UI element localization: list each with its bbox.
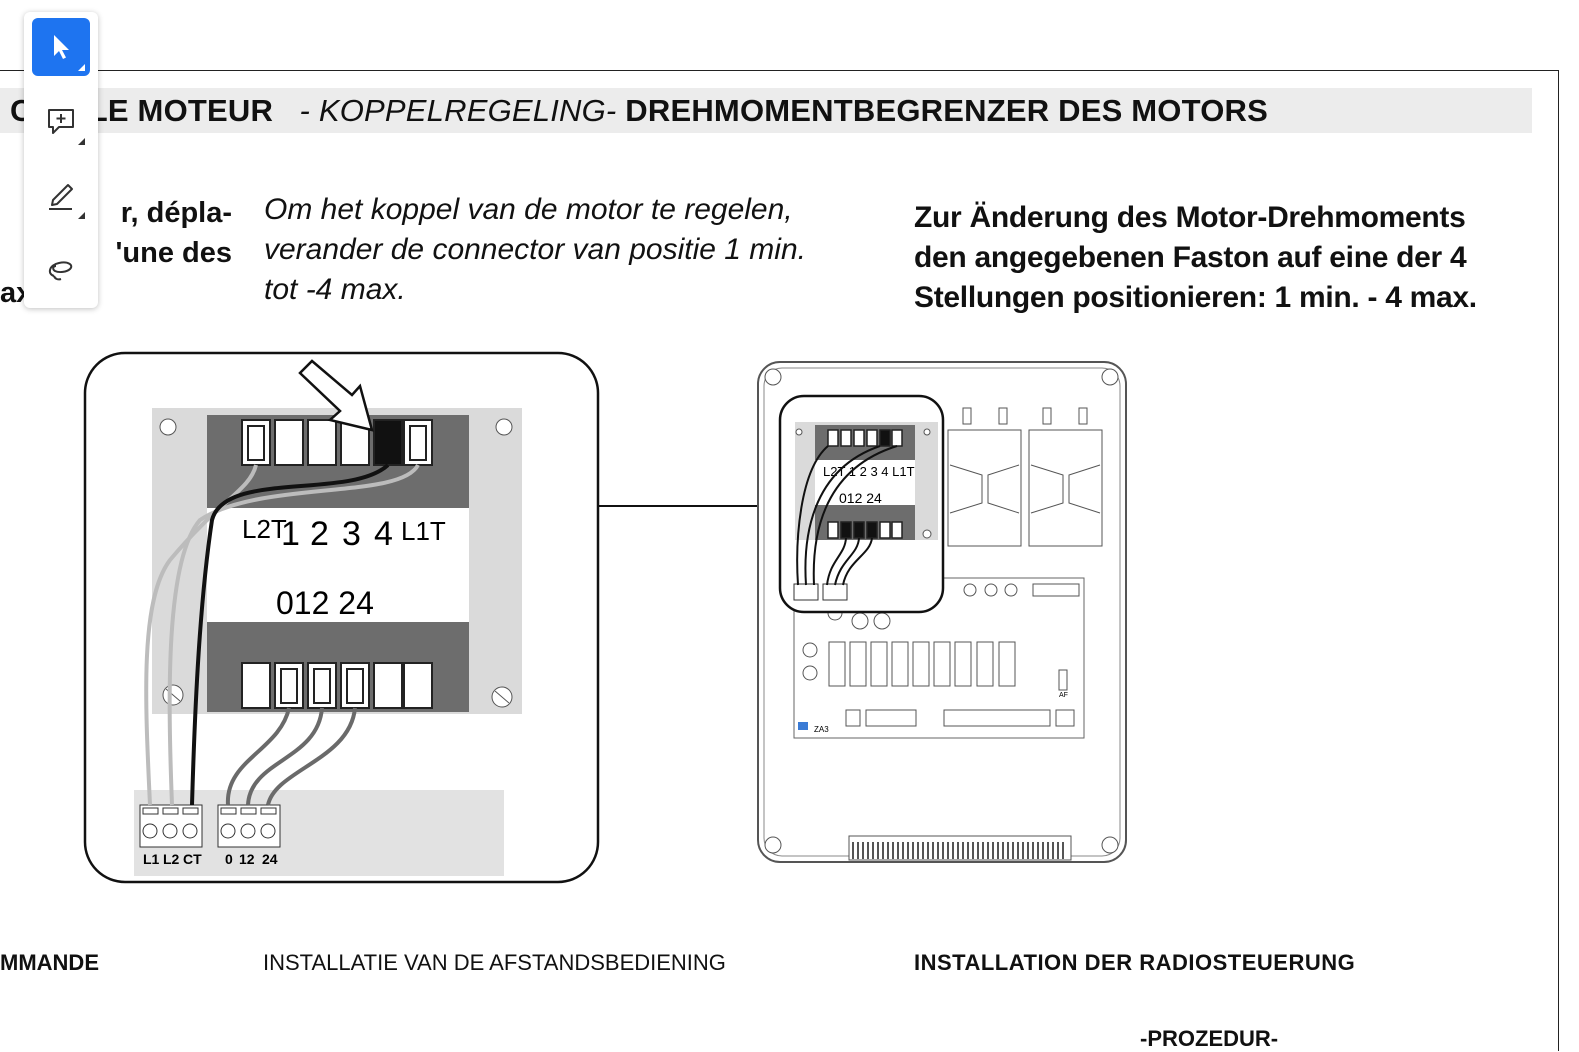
- nl-line-1: Om het koppel van de motor te regelen,: [264, 193, 793, 226]
- heading-band: [0, 88, 1532, 133]
- label-voltages: 012 24: [276, 585, 374, 621]
- annotation-toolbar: [24, 12, 98, 308]
- label-l2t: L2T: [242, 514, 287, 544]
- board-label-af: AF: [1059, 692, 1068, 699]
- control-board-overview: AF ZA3 L2T 1 2 3 4 L1T 012 24: [757, 361, 1127, 863]
- terminal-l2: L2: [163, 851, 180, 867]
- terminal-0: 0: [225, 851, 233, 867]
- label-4: 4: [374, 515, 393, 553]
- add-comment-tool-button[interactable]: [32, 92, 90, 150]
- section-subheading-cut: -PROZEDUR-: [1140, 1026, 1279, 1051]
- nl-line-3: tot -4 max.: [264, 273, 406, 306]
- torque-connector-detail: L2T 1 2 3 4 L1T 012 24 L1 L2 CT 0 12 24: [83, 351, 600, 884]
- page-frame: [0, 70, 1559, 1051]
- instructions-de: Zur Änderung des Motor-Drehmoments den a…: [914, 198, 1534, 318]
- highlighter-pen-icon: [49, 184, 73, 210]
- label-2: 2: [310, 515, 329, 553]
- de-line-1: Zur Änderung des Motor-Drehmoments: [914, 201, 1466, 234]
- footer-nl: INSTALLATIE VAN DE AFSTANDSBEDIENING: [263, 950, 726, 975]
- lasso-icon: [48, 261, 73, 281]
- footer-fr: MMANDE: [0, 950, 99, 975]
- terminal-ct: CT: [183, 851, 202, 867]
- terminal-12: 12: [239, 851, 255, 867]
- de-line-2: den angegebenen Faston auf eine der 4: [914, 241, 1467, 274]
- cursor-arrow-icon: [54, 35, 69, 59]
- heading-de: DREHMOMENTBEGRENZER DES MOTORS: [625, 93, 1268, 128]
- instructions-nl: Om het koppel van de motor te regelen, v…: [264, 190, 884, 310]
- nl-line-2: verander de connector van positie 1 min.: [264, 233, 806, 266]
- board-label-model: ZA3: [814, 725, 829, 734]
- lasso-tool-button[interactable]: [32, 240, 90, 298]
- comment-add-icon: [48, 109, 74, 134]
- label-3: 3: [342, 515, 361, 553]
- footer-de: INSTALLATION DER RADIOSTEUERUNG: [914, 950, 1356, 975]
- board-connector-labels: L2T 1 2 3 4 L1T: [823, 464, 915, 479]
- select-tool-button[interactable]: [32, 18, 90, 76]
- terminal-24: 24: [262, 851, 278, 867]
- heading-nl: - KOPPELREGELING-: [299, 93, 617, 128]
- de-line-3: Stellungen positionieren: 1 min. - 4 max…: [914, 281, 1477, 314]
- label-l1t: L1T: [401, 516, 446, 546]
- highlight-tool-button[interactable]: [32, 166, 90, 224]
- label-1: 1: [281, 515, 300, 553]
- board-voltage-labels: 012 24: [839, 490, 882, 506]
- terminal-l1: L1: [143, 851, 160, 867]
